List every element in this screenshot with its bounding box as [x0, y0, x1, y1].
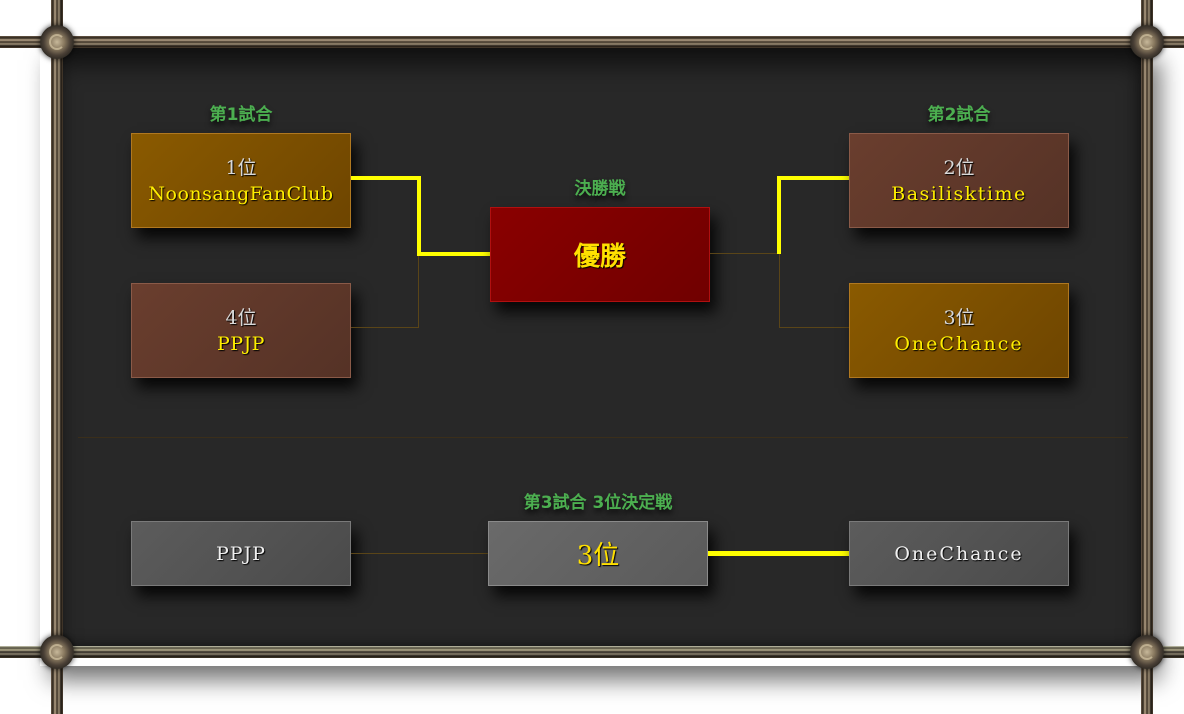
frame-rail-left	[51, 0, 63, 714]
loser-line	[351, 553, 488, 554]
frame-rail-bottom	[0, 646, 1184, 658]
match3-team-left[interactable]: PPJP	[131, 521, 351, 586]
team-name: PPJP	[216, 542, 266, 565]
winner-line	[777, 176, 849, 180]
final-label: 決勝戦	[574, 179, 626, 199]
section-divider	[78, 437, 1128, 438]
final-result-box[interactable]: 優勝	[490, 207, 710, 302]
match3-team-right[interactable]: OneChance	[849, 521, 1069, 586]
frame-rail-top	[0, 36, 1184, 48]
loser-line	[779, 327, 849, 328]
third-place-label: 3位	[576, 541, 620, 571]
match2-team-seed3[interactable]: 3位 OneChance	[849, 283, 1069, 378]
seed-rank: 4位	[225, 306, 257, 329]
frame-rail-right	[1141, 0, 1153, 714]
team-name: OneChance	[894, 332, 1024, 355]
ornament-knob-icon	[1130, 25, 1164, 59]
match1-team-seed1[interactable]: 1位 NoonsangFanClub	[131, 133, 351, 228]
match2-label: 第2試合	[927, 105, 991, 125]
match2-team-seed2[interactable]: 2位 Basilisktime	[849, 133, 1069, 228]
team-name: OneChance	[894, 542, 1024, 565]
winner-line	[417, 176, 421, 256]
winner-line	[351, 176, 421, 180]
match3-label: 第3試合 3位決定戦	[523, 493, 673, 513]
winner-line	[708, 551, 849, 556]
loser-line	[779, 254, 780, 328]
team-name: Basilisktime	[891, 182, 1027, 205]
champion-label: 優勝	[573, 242, 626, 272]
winner-line	[417, 252, 490, 256]
winner-line	[777, 176, 781, 254]
team-name: NoonsangFanClub	[148, 182, 334, 205]
match1-label: 第1試合	[209, 105, 273, 125]
loser-line	[351, 327, 419, 328]
ornament-knob-icon	[40, 25, 74, 59]
team-name: PPJP	[217, 332, 265, 355]
ornament-knob-icon	[1130, 635, 1164, 669]
seed-rank: 2位	[943, 156, 975, 179]
match3-result-box[interactable]: 3位	[488, 521, 708, 586]
match1-team-seed4[interactable]: 4位 PPJP	[131, 283, 351, 378]
ornament-knob-icon	[40, 635, 74, 669]
seed-rank: 1位	[225, 156, 257, 179]
loser-line	[418, 256, 419, 328]
seed-rank: 3位	[943, 306, 975, 329]
loser-line	[710, 253, 780, 254]
